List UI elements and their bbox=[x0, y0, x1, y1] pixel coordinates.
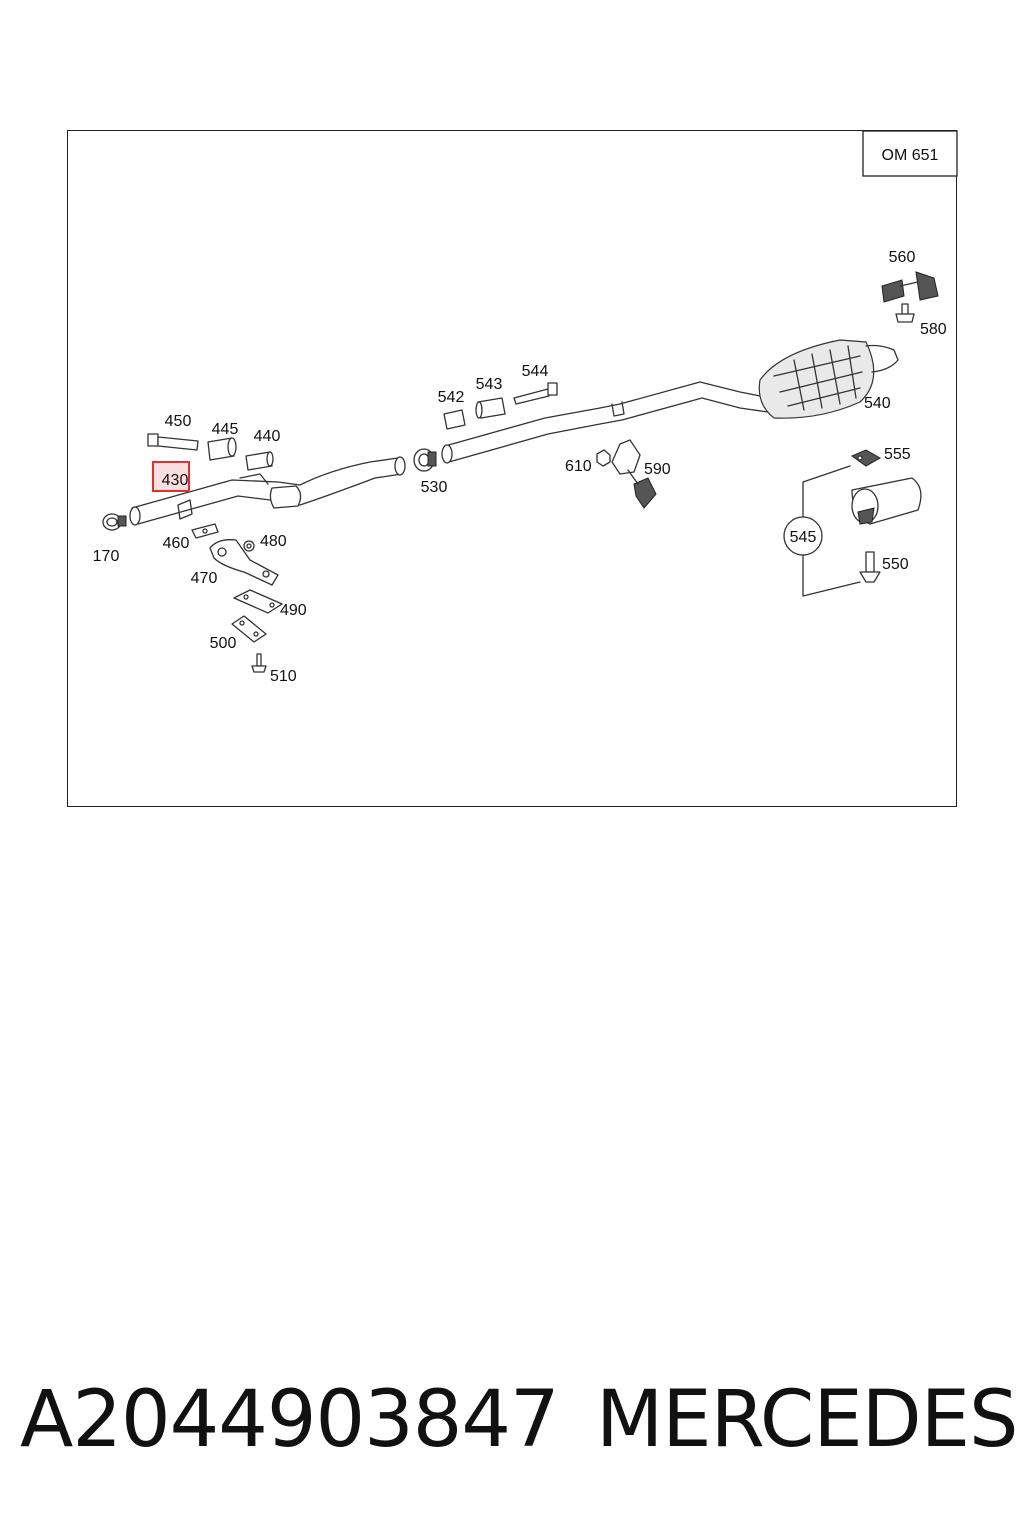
bolt-part-450[interactable] bbox=[147, 433, 199, 451]
clip-part-555[interactable] bbox=[850, 449, 882, 467]
label-470: 470 bbox=[191, 570, 218, 587]
engine-code-box: OM 651 bbox=[862, 130, 958, 177]
bracket-part-470[interactable] bbox=[209, 539, 279, 586]
label-560: 560 bbox=[889, 249, 916, 266]
nut-part-610[interactable] bbox=[596, 449, 611, 467]
label-430[interactable]: 430 bbox=[162, 472, 189, 489]
label-542: 542 bbox=[438, 389, 465, 406]
exhaust-system-diagram: OM 651 bbox=[93, 130, 958, 685]
brand-name: MERCEDES bbox=[596, 1375, 1018, 1465]
label-580: 580 bbox=[920, 321, 947, 338]
label-550: 550 bbox=[882, 556, 909, 573]
label-590: 590 bbox=[644, 461, 671, 478]
bracket-part-460[interactable] bbox=[191, 523, 219, 539]
sleeve-part-543[interactable] bbox=[475, 397, 506, 419]
label-530: 530 bbox=[421, 479, 448, 496]
screw-part-550[interactable] bbox=[859, 551, 881, 583]
clamp-part-530[interactable] bbox=[413, 448, 437, 472]
rear-muffler-part-540[interactable] bbox=[758, 339, 899, 419]
label-540: 540 bbox=[864, 395, 891, 412]
part-number: A2044903847 bbox=[20, 1375, 560, 1465]
label-510: 510 bbox=[270, 668, 297, 685]
label-500: 500 bbox=[210, 635, 237, 652]
label-610: 610 bbox=[565, 458, 592, 475]
label-440: 440 bbox=[254, 428, 281, 445]
highlighted-part-box bbox=[152, 461, 190, 492]
product-caption: A2044903847 MERCEDES bbox=[0, 1370, 1024, 1470]
label-543: 543 bbox=[476, 376, 503, 393]
clamp-part-170[interactable] bbox=[102, 513, 127, 531]
tailpipe-trim-part-545[interactable] bbox=[783, 465, 922, 597]
middle-pipe[interactable] bbox=[441, 381, 771, 464]
label-555: 555 bbox=[884, 446, 911, 463]
bushing-part-440[interactable] bbox=[245, 451, 274, 471]
bolt-part-580[interactable] bbox=[895, 303, 915, 323]
rubber-part-542[interactable] bbox=[443, 409, 466, 430]
label-545: 545 bbox=[790, 529, 817, 546]
label-480: 480 bbox=[260, 533, 287, 550]
plate-part-500[interactable] bbox=[231, 615, 267, 643]
plate-part-490[interactable] bbox=[233, 589, 283, 614]
label-544: 544 bbox=[522, 363, 549, 380]
hanger-part-560[interactable] bbox=[881, 271, 939, 303]
engine-code-label: OM 651 bbox=[882, 147, 939, 164]
label-445: 445 bbox=[212, 421, 239, 438]
label-460: 460 bbox=[163, 535, 190, 552]
exhaust-diagram-frame bbox=[67, 130, 957, 807]
hanger-part-590[interactable] bbox=[611, 439, 657, 509]
bolt-part-510[interactable] bbox=[251, 653, 267, 673]
label-490: 490 bbox=[280, 602, 307, 619]
bolt-part-544[interactable] bbox=[513, 382, 558, 405]
label-450: 450 bbox=[165, 413, 192, 430]
label-170: 170 bbox=[93, 548, 120, 565]
front-pipe-part-430[interactable] bbox=[129, 456, 406, 526]
nut-part-480[interactable] bbox=[243, 540, 255, 552]
sleeve-part-445[interactable] bbox=[207, 437, 237, 461]
